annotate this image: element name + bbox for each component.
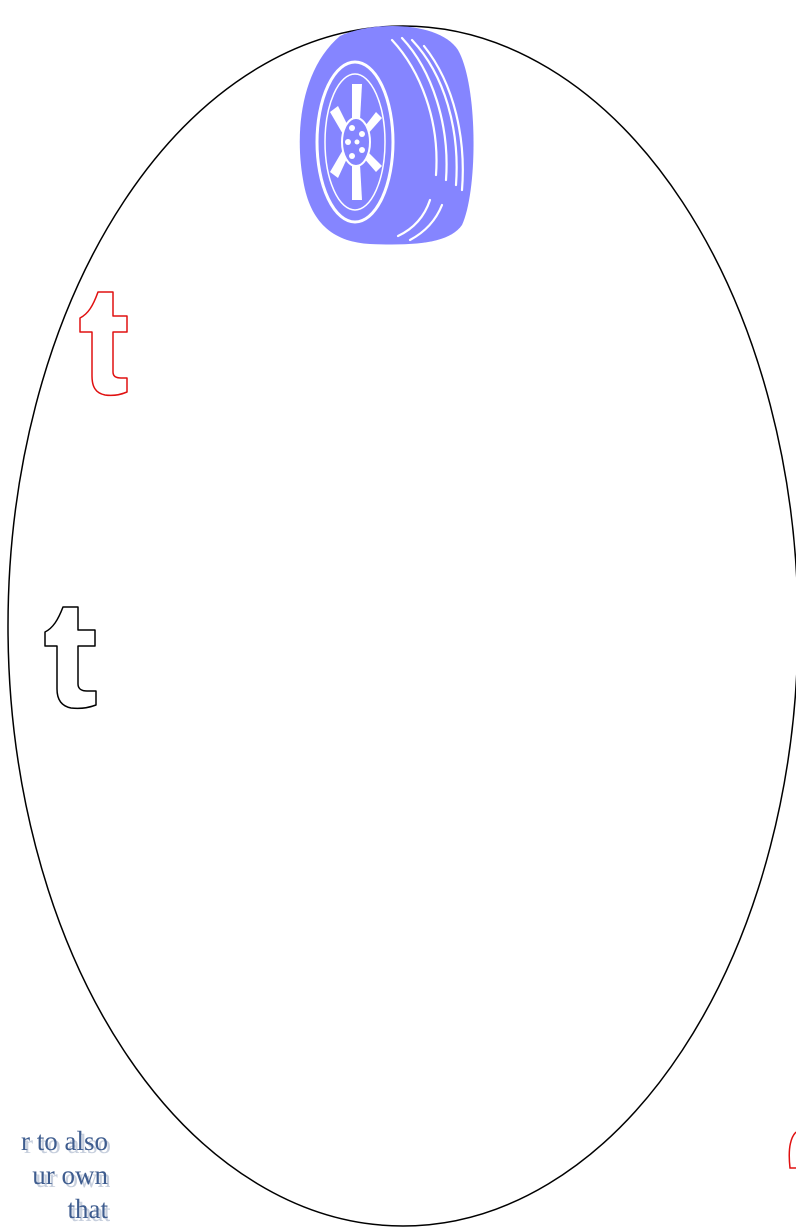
text-main: r to also ur own that xyxy=(0,1124,108,1226)
letter-t-outline-black xyxy=(45,607,96,708)
text-line-3: that xyxy=(0,1192,108,1226)
text-line-1: r to also xyxy=(0,1124,108,1158)
partial-body-text: r to also ur own that r to also ur own t… xyxy=(0,1124,110,1230)
partial-red-arc xyxy=(789,1132,796,1168)
text-line-2: ur own xyxy=(0,1158,108,1192)
tire-icon xyxy=(300,26,474,245)
letter-t-outline-red xyxy=(80,292,127,395)
